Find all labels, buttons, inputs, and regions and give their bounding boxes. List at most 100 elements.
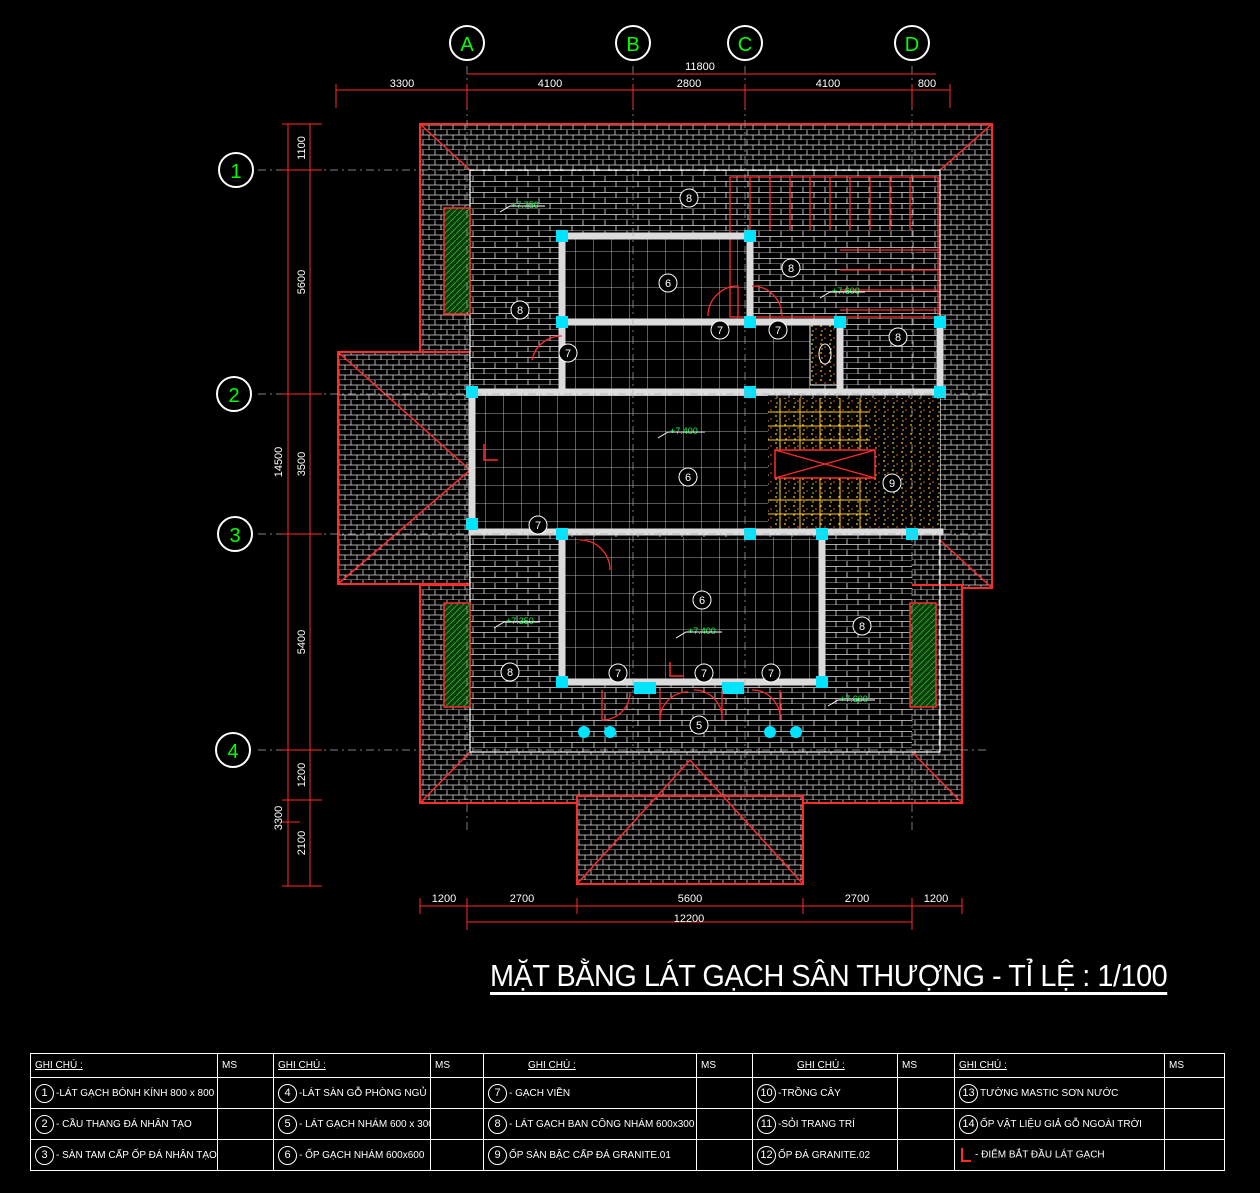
- level-mark: +7.400: [688, 626, 716, 636]
- material-tag: 5: [689, 715, 709, 735]
- svg-text:6: 6: [685, 472, 691, 484]
- grid-bubble-2: 2: [216, 376, 252, 412]
- grid-bubble-4: 4: [215, 732, 251, 768]
- grid-bubble-D: D: [894, 25, 930, 61]
- dim-bottom: 1200: [432, 893, 456, 905]
- doors: [531, 285, 783, 721]
- legend-header: GHI CHÚ :: [273, 1052, 431, 1079]
- dim-top: 2800: [677, 78, 701, 90]
- dim-left: 1200: [296, 763, 308, 787]
- level-mark: +7.600: [840, 694, 868, 704]
- material-tag: 8: [888, 327, 908, 347]
- dim-top: 4100: [816, 78, 840, 90]
- svg-text:8: 8: [788, 263, 794, 275]
- tile-start-markers: [483, 444, 684, 677]
- grid-bubbles: A B C D 1 2 3 4: [215, 25, 930, 768]
- legend-item: 4-LÁT SÀN GỖ PHÒNG NGỦ: [273, 1077, 431, 1110]
- dim-top-total: 11800: [685, 61, 715, 73]
- dimension-lines: [282, 73, 963, 930]
- drawing-title: MẶT BẰNG LÁT GẠCH SÂN THƯỢNG - TỈ LỆ : 1…: [490, 958, 1168, 993]
- legend-header: GHI CHÚ :: [30, 1052, 218, 1079]
- svg-text:8: 8: [895, 332, 901, 344]
- grid-bubble-C: C: [727, 25, 763, 61]
- dim-top: 3300: [390, 78, 414, 90]
- grid-bubble-3: 3: [217, 516, 253, 552]
- columns: [466, 230, 946, 738]
- grid-label: 1: [230, 161, 241, 183]
- material-tags: 8 6 8 8 7 7 8 7 6 9 7 6 8 8 7 7 7 5: [500, 188, 908, 735]
- svg-text:7: 7: [615, 668, 621, 680]
- legend-table: GHI CHÚ : MS GHI CHÚ : MS GHI CHÚ : MS G…: [30, 1052, 1225, 1171]
- svg-text:7: 7: [768, 668, 774, 680]
- grid-label: A: [460, 34, 474, 56]
- material-tag: 8: [679, 188, 699, 208]
- grid-label: C: [738, 34, 752, 56]
- material-tag: 7: [694, 663, 714, 683]
- material-tag: 6: [658, 273, 678, 293]
- material-tag: 8: [510, 300, 530, 320]
- staircase: [768, 322, 940, 530]
- grid-label: B: [626, 34, 639, 56]
- grid-lines: [258, 66, 990, 830]
- svg-text:6: 6: [665, 278, 671, 290]
- legend-header: GHI CHÚ :: [954, 1052, 1165, 1079]
- legend-header-row: GHI CHÚ : MS GHI CHÚ : MS GHI CHÚ : MS G…: [30, 1052, 1225, 1079]
- legend-item: 8- LÁT GẠCH BAN CÔNG NHÁM 600x300: [483, 1108, 697, 1141]
- svg-text:8: 8: [859, 621, 865, 633]
- dim-bottom: 5600: [678, 893, 702, 905]
- svg-text:9: 9: [889, 478, 895, 490]
- dim-left: 5600: [296, 270, 308, 294]
- legend-ms: MS: [897, 1052, 955, 1079]
- dim-left: 1100: [296, 136, 308, 160]
- svg-text:5: 5: [696, 720, 702, 732]
- legend-header: GHI CHÚ :: [752, 1052, 898, 1079]
- dim-bottom-total: 12200: [674, 913, 705, 925]
- legend-row: 2- CẦU THANG ĐÁ NHÂN TẠO 5- LÁT GẠCH NHÁ…: [30, 1108, 1225, 1141]
- legend-item: 5- LÁT GẠCH NHÁM 600 x 300: [273, 1108, 431, 1141]
- legend-header: GHI CHÚ :: [483, 1052, 697, 1079]
- legend-row: 1-LÁT GẠCH BÓNH KÍNH 800 x 800 4-LÁT SÀN…: [30, 1077, 1225, 1110]
- legend-ms: MS: [430, 1052, 484, 1079]
- dim-left-outer: 2100: [296, 831, 308, 855]
- dim-left: 3500: [296, 452, 308, 476]
- dim-bottom: 2700: [510, 893, 534, 905]
- legend-item: 11-SỎI TRANG TRÍ: [752, 1108, 898, 1141]
- dim-bottom: 1200: [924, 893, 948, 905]
- dim-top: 4100: [538, 78, 562, 90]
- planter-boxes: [443, 207, 937, 708]
- legend-ms: MS: [217, 1052, 274, 1079]
- grid-label: D: [905, 34, 919, 56]
- material-tag: 7: [528, 515, 548, 535]
- dim-left-outer: 3300: [273, 806, 285, 830]
- legend-item: 3- SÀN TAM CẤP ỐP ĐÁ NHÂN TẠO: [30, 1139, 218, 1171]
- level-marks: +7.750 +7.600 +7.400 +7.350 +7.400 +7.60…: [493, 200, 875, 707]
- level-mark: +7.350: [506, 616, 534, 626]
- material-tag: 7: [608, 663, 628, 683]
- svg-text:6: 6: [699, 595, 705, 607]
- legend-ms: MS: [696, 1052, 753, 1079]
- svg-text:8: 8: [686, 193, 692, 205]
- grid-bubble-1: 1: [218, 152, 254, 188]
- material-tag: 8: [500, 662, 520, 682]
- svg-text:7: 7: [535, 520, 541, 532]
- grid-bubble-B: B: [615, 25, 651, 61]
- material-tag: 7: [768, 320, 788, 340]
- legend-row: 3- SÀN TAM CẤP ỐP ĐÁ NHÂN TẠO 6- ỐP GẠCH…: [30, 1139, 1225, 1171]
- legend-item: 1-LÁT GẠCH BÓNH KÍNH 800 x 800: [30, 1077, 218, 1110]
- legend-item: 2- CẦU THANG ĐÁ NHÂN TẠO: [30, 1108, 218, 1141]
- legend-item: 7- GẠCH VIỀN: [483, 1077, 697, 1110]
- material-tag: 7: [761, 663, 781, 683]
- svg-text:8: 8: [507, 667, 513, 679]
- material-tag: 7: [710, 320, 730, 340]
- svg-text:7: 7: [565, 348, 571, 360]
- grid-bubble-A: A: [449, 25, 485, 61]
- level-mark: +7.600: [832, 286, 860, 296]
- svg-text:7: 7: [775, 325, 781, 337]
- svg-text:7: 7: [717, 325, 723, 337]
- level-mark: +7.750: [511, 200, 539, 210]
- level-mark: +7.400: [670, 426, 698, 436]
- grid-label: 3: [229, 525, 240, 547]
- material-tag: 8: [852, 616, 872, 636]
- svg-text:7: 7: [701, 668, 707, 680]
